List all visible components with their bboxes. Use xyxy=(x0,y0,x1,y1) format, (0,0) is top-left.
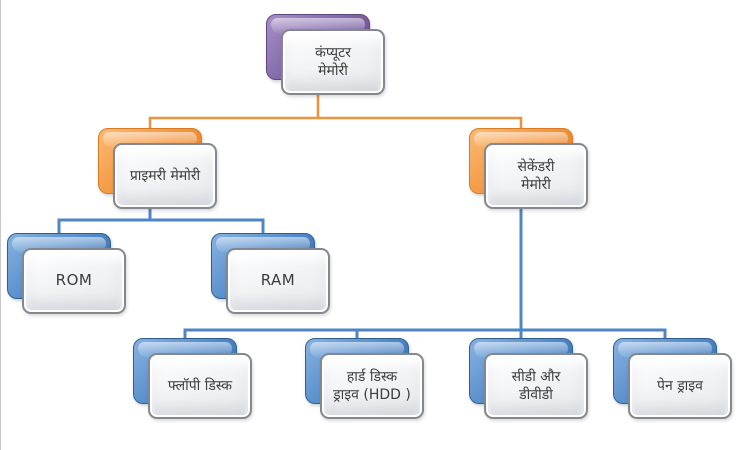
node-primary-memory: प्राइमरी मेमोरी xyxy=(98,128,218,210)
node-label-line1: कंप्यूटर xyxy=(315,44,351,61)
pen-drive-card: पेन ड्राइव xyxy=(628,353,732,419)
node-label-line1: फ्लॉपी डिस्क xyxy=(167,377,233,394)
floppy-disk-card: फ्लॉपी डिस्क xyxy=(148,353,252,419)
node-label-line1: हार्ड डिस्क xyxy=(346,368,398,385)
node-pen-drive: पेन ड्राइव xyxy=(613,338,733,420)
ram-card: RAM xyxy=(226,248,330,314)
connector-secondary-to-leaves-rail xyxy=(183,328,667,344)
node-label-line1: प्राइमरी मेमोरी xyxy=(129,167,201,184)
rom-card: ROM xyxy=(22,248,126,314)
node-label-line2: मेमोरी xyxy=(318,63,348,79)
node-label-line1: पेन ड्राइव xyxy=(657,377,703,394)
node-label-line1: सेकेंडरी xyxy=(517,158,555,175)
node-label-line2: मेमोरी xyxy=(521,177,551,193)
connector-root-to-level2-rail xyxy=(148,116,523,132)
secondary-memory-card: सेकेंडरी मेमोरी xyxy=(484,143,588,209)
node-secondary-memory: सेकेंडरी मेमोरी xyxy=(469,128,589,210)
node-ram: RAM xyxy=(211,233,331,315)
node-label-line1: ROM xyxy=(55,271,93,290)
node-label-line1: सीडी और xyxy=(511,368,561,385)
cd-dvd-card: सीडी और डीवीडी xyxy=(484,353,588,419)
node-label-line1: RAM xyxy=(260,271,296,290)
hard-disk-drive-card: हार्ड डिस्क ड्राइव (HDD ) xyxy=(320,353,424,419)
node-hard-disk-drive: हार्ड डिस्क ड्राइव (HDD ) xyxy=(305,338,425,420)
node-floppy-disk: फ्लॉपी डिस्क xyxy=(133,338,253,420)
primary-memory-card: प्राइमरी मेमोरी xyxy=(113,143,217,209)
node-computer-memory: कंप्यूटर मेमोरी xyxy=(266,14,386,96)
node-label-line2: डीवीडी xyxy=(519,387,553,403)
node-rom: ROM xyxy=(7,233,127,315)
computer-memory-card: कंप्यूटर मेमोरी xyxy=(281,29,385,95)
node-cd-dvd: सीडी और डीवीडी xyxy=(469,338,589,420)
node-label-line2: ड्राइव (HDD ) xyxy=(333,387,411,403)
